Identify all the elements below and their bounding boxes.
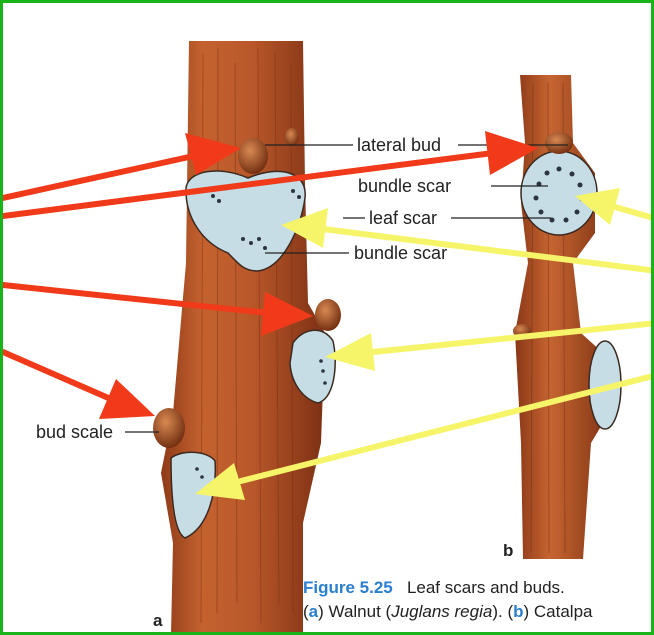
catalpa-lateral-bud (545, 132, 573, 154)
caption-part-a-text: Walnut ( (329, 602, 392, 621)
catalpa-leaf-scar-top (521, 151, 597, 235)
walnut-accessory-bud (285, 128, 299, 146)
caption-text: Leaf scars and buds. (407, 578, 565, 597)
caption-part-b-text: Catalpa (534, 602, 593, 621)
caption-part-a-end: ). (492, 602, 502, 621)
panel-label-b: b (503, 541, 513, 561)
label-leaf-scar: leaf scar (369, 209, 437, 227)
label-bud-scale: bud scale (36, 423, 113, 441)
walnut-bud-scale (153, 408, 185, 448)
illustration (3, 3, 654, 635)
label-bundle-scar-b: bundle scar (358, 177, 451, 195)
caption-part-a-letter: a (309, 602, 318, 621)
panel-label-a: a (153, 611, 162, 631)
label-lateral-bud: lateral bud (357, 136, 441, 154)
caption-part-b-letter: b (513, 602, 523, 621)
walnut-bud-mid (315, 299, 341, 331)
caption-title: Figure 5.25 (303, 578, 393, 597)
caption-species: Juglans regia (391, 602, 492, 621)
figure-caption: Figure 5.25 Leaf scars and buds. (a) Wal… (303, 576, 593, 624)
label-bundle-scar-a: bundle scar (354, 244, 447, 262)
caption-line-2: (a) Walnut (Juglans regia). (b) Catalpa (303, 600, 593, 624)
walnut-lateral-bud (238, 138, 268, 174)
caption-line-1: Figure 5.25 Leaf scars and buds. (303, 576, 593, 600)
